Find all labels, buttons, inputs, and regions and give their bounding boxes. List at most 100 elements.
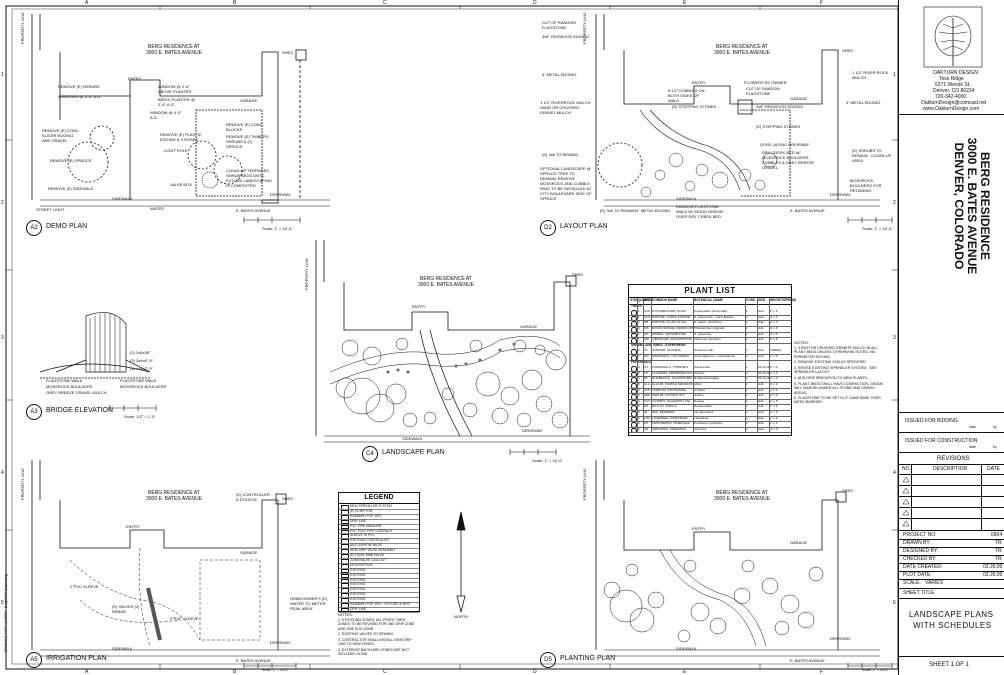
plant-col-header: COMMON NAME	[652, 298, 678, 302]
plant-row-rule	[629, 331, 791, 333]
demo-note-10: REMOVE (E) TIMBERS, SHRUBS & (2) SPRUCE	[226, 134, 270, 149]
revisions-title: REVISIONS	[937, 456, 970, 462]
plant-cell: Primula	[694, 370, 705, 375]
issued-for-bidding: ISSUED FOR BIDDING	[905, 418, 958, 424]
plant-note-4: 5. PLANT BEDS SHALL HAVE COMPACTION, GRA…	[794, 382, 883, 395]
layout-scale: Scale: 1" = 16'-0"	[862, 226, 893, 231]
plant-cell: DOT	[644, 314, 651, 319]
plant-cell: 1' x 1'	[770, 370, 778, 375]
plant-cell: 3	[638, 393, 640, 398]
demo-residence: BERG RESIDENCE AT	[148, 44, 200, 50]
plant-cell: 1	[746, 415, 748, 420]
plant-cell: GAL	[758, 337, 765, 342]
irrigation-view-title: IRRIGATION PLAN	[46, 655, 107, 662]
plant-cell: 1	[746, 382, 748, 386]
plant-row-rule	[629, 404, 791, 406]
plot-date-label: PLOT DATE:	[903, 572, 932, 578]
legend-row-rule	[339, 528, 419, 530]
designed-by-value: TR	[995, 548, 1002, 554]
layout-note-18: 1 1/2" RIVER ROCK MULCH	[852, 70, 889, 80]
landscape-view-title: LANDSCAPE PLAN	[382, 449, 445, 456]
plant-cell: JC	[644, 348, 648, 353]
plant-cell: SEDUM, AUTUMN JOY	[652, 393, 685, 398]
plant-cell: GAL	[758, 398, 765, 403]
plant-col-rule	[757, 298, 758, 433]
planting-view-number: D5	[540, 652, 556, 668]
layout-note-10: (E) STEPPING STONES	[672, 104, 717, 109]
layout-note-20: MOSSROCK BOULDERS FOR RETAINING	[850, 178, 882, 193]
layout-note-19: (E) SHRUBS TO REMAIN - CLEAN-UP AREA	[852, 148, 892, 163]
plant-cell: COTONEASTER, ROCK	[652, 309, 687, 314]
plant-cell: 1	[638, 354, 640, 358]
plant-col-header: SIZE	[758, 298, 766, 302]
scale-value: VARIES	[925, 580, 943, 586]
plant-cell: PN	[644, 421, 649, 426]
demo-note-1: WINDOWS @ 3'-4" A.G.	[58, 94, 102, 99]
plant-cell: GAL	[758, 404, 765, 409]
layout-shed: SHED	[842, 48, 854, 53]
plant-cell: GAL	[758, 393, 765, 398]
sheet-title-2: WITH SCHEDULES	[913, 621, 992, 630]
plant-group-label: TREES	[631, 303, 642, 308]
layout-view-number: D2	[540, 220, 556, 236]
revisions-col-desc: DESCRIPTION	[933, 466, 968, 472]
planting-address: 3000 E. BATES AVENUE	[714, 496, 770, 502]
legend-item: RAINBIRD POP-UPS	[350, 513, 382, 518]
plant-cell: #1 CLUMP	[758, 370, 769, 375]
date-created-value: 03.26.09	[983, 564, 1003, 570]
legend-row-rule	[339, 611, 419, 613]
grid-row-1-right: 1	[893, 72, 896, 78]
plant-cell: WD	[644, 337, 650, 342]
plant-cell: S. nipponica	[694, 331, 712, 336]
grid-col-d-bottom: D	[533, 669, 537, 675]
plant-cell: MOCKORANGE, DWARF MINNESOTA	[652, 326, 693, 330]
plant-cell: 3' x 1'	[770, 382, 778, 386]
irrigation-note-0: (E) CONTROLLER & STATION	[236, 492, 270, 502]
legend-item: EXISTING	[350, 587, 366, 592]
bridge-note-4: MOSSROCK BOULDERS	[46, 384, 93, 389]
demo-entry: ENTRY	[128, 76, 142, 81]
layout-note-14: (E) STEPPING STONES	[756, 124, 801, 129]
plant-cell: VERONICA, CREEPING	[652, 426, 687, 431]
plant-cell: MA	[644, 326, 649, 330]
plant-note-0: 1. 3 INCH OR CRUSHED GRANITE MULCH IN AL…	[794, 346, 878, 359]
plant-note-1: 2. REMOVE EXISTING SOD AS SPECIFIED.	[794, 360, 867, 364]
plant-cell: 8	[638, 370, 640, 375]
north-label: NORTH	[454, 614, 469, 619]
plant-cell: GAL	[758, 309, 765, 314]
grid-col-c: C	[383, 0, 387, 6]
plant-cell: GAL	[758, 320, 765, 325]
plant-cell: ALLIUM, PURPLE SENSATION	[652, 382, 693, 386]
plant-cell: Veronica	[694, 426, 707, 431]
plant-cell: CT	[644, 365, 649, 370]
firm-email[interactable]: OakturnDesign@comcast.net	[921, 100, 987, 106]
plant-cell: 2	[638, 320, 640, 325]
plant-col-header: BOTANICAL NAME	[694, 298, 723, 302]
plant-col-rule	[643, 298, 644, 433]
layout-note-13: 3x6" REDWOOD EDGING	[756, 104, 804, 109]
legend-row-rule	[339, 543, 419, 545]
plant-cell: LAVENDER, MUNSTEAD	[652, 415, 688, 420]
plant-cell: LAV	[644, 415, 650, 420]
plant-notes: NOTES: 1. 3 INCH OR CRUSHED GRANITE MULC…	[794, 340, 888, 422]
scale-label: SCALE:	[903, 580, 921, 586]
legend-row-rule	[339, 582, 419, 584]
planting-property-line: PROPERTY LINE	[582, 468, 587, 500]
plant-cell: 4	[638, 326, 640, 330]
landscape-driveway: DRIVEWAY	[522, 428, 543, 433]
plant-cell: VE	[644, 426, 649, 431]
drawn-by-value: TR	[995, 540, 1002, 546]
plant-cell: 2' x 3'	[770, 398, 778, 403]
layout-note-11: FLOWERS BY OWNER	[744, 80, 787, 85]
plant-cell: Philadelphus virginalis	[694, 326, 725, 330]
firm-web[interactable]: www.OakturnDesign.com	[923, 106, 980, 112]
plant-col-rule	[693, 298, 694, 433]
grid-row-2: 2	[1, 200, 4, 206]
plant-cell: CAT	[644, 398, 650, 403]
plant-cell: SP	[644, 331, 649, 336]
plant-cell: GAL	[758, 354, 765, 358]
plant-row-rule	[629, 326, 791, 327]
checked-by-label: CHECKED BY:	[903, 556, 937, 562]
